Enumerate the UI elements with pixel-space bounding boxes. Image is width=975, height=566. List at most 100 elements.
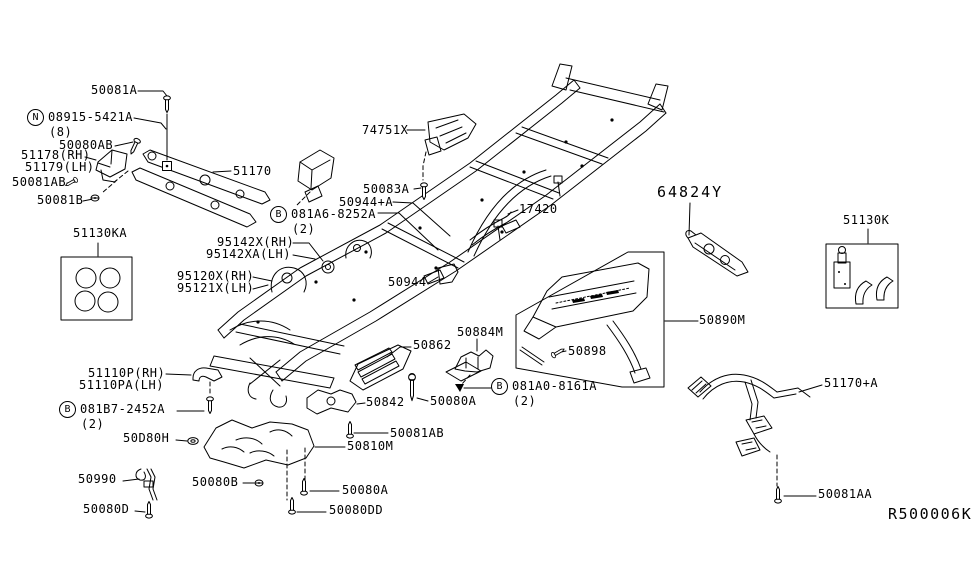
part-label-51179-lh: 51179(LH) [25, 161, 95, 174]
circled-b-prefix-icon: B [491, 378, 508, 395]
part-label-50944: 50944 [388, 276, 427, 289]
part-number-text: 51178(RH) [21, 148, 91, 162]
part-number-text: 081B7-2452A [80, 402, 165, 417]
quantity-text: (2) [81, 417, 105, 431]
part-number-text: 50081A [91, 83, 138, 97]
part-label-95142xa-lh: 95142XA(LH) [206, 248, 291, 261]
bracket-50842-drawing [306, 389, 357, 415]
part-label-50842: 50842 [366, 396, 405, 409]
part-label-95120x-rh: 95120X(RH) [177, 270, 254, 283]
part-number-text: 64824Y [657, 183, 724, 201]
bracket-51178-drawing [95, 149, 335, 203]
part-number-text: 51130K [843, 213, 890, 227]
part-label-50944-plus-a: 50944+A [339, 196, 393, 209]
part-number-text: 95120X(RH) [177, 269, 255, 283]
quantity-text: (2) [513, 394, 537, 408]
stabilizer-51170a-drawing [687, 373, 811, 457]
part-number-text: 50080A [430, 394, 477, 408]
part-number-text: 74751X [362, 123, 409, 137]
bracket-50862-drawing [349, 344, 412, 391]
part-number-text: 51130KA [73, 226, 128, 240]
part-label-51110p-rh: 51110P(RH) [88, 367, 165, 380]
circled-b-prefix-icon: B [59, 401, 76, 418]
part-label-50884m: 50884M [457, 326, 503, 339]
diagram-ref-code: R500006K [888, 505, 973, 523]
part-number-text: 50944+A [339, 195, 394, 209]
hardware-kit-51130ka-box [60, 256, 133, 321]
part-number-text: 51170 [233, 164, 272, 178]
leader-lines [66, 90, 869, 513]
part-number-text: 50810M [347, 439, 394, 453]
part-label-b-081a6-8252a: B 081A6-8252A(2) [270, 206, 376, 236]
part-number-text: 50944 [388, 275, 427, 289]
circled-n-prefix-icon: N [27, 109, 44, 126]
part-label-50081a: 50081A [91, 84, 137, 97]
part-label-51178-rh: 51178(RH) [21, 149, 91, 162]
part-number-text: 50080AB [59, 138, 114, 152]
part-number-text: 50080DD [329, 503, 384, 517]
part-label-95142x-rh: 95142X(RH) [217, 236, 294, 249]
bracket-50884m-drawing [445, 349, 494, 382]
quantity-text: (8) [49, 125, 73, 139]
quantity-text: (2) [292, 222, 316, 236]
part-label-50080a-rear: 50080A [342, 484, 388, 497]
part-number-text: 51170+A [824, 376, 879, 390]
bracket-64824y-drawing [685, 230, 749, 277]
part-label-50810m: 50810M [347, 440, 393, 453]
part-label-51130ka: 51130KA [73, 227, 127, 240]
callout-arrow-icon [455, 384, 464, 392]
part-number-text: 95142XA(LH) [206, 247, 291, 261]
skid-plate-50890m-box [515, 251, 665, 388]
part-label-50080d: 50080D [83, 503, 129, 516]
part-number-text: 50898 [568, 344, 607, 358]
part-number-text: 51110P(RH) [88, 366, 166, 380]
part-number-text: 081A6-8252A [291, 207, 376, 222]
part-number-text: 17420 [519, 202, 558, 216]
part-label-50080dd: 50080DD [329, 504, 383, 517]
part-label-51110pa-lh: 51110PA(LH) [79, 379, 164, 392]
bracket-74751x-drawing [424, 113, 477, 156]
part-label-50080b: 50080B [192, 476, 238, 489]
part-label-50081aa: 50081AA [818, 488, 872, 501]
part-label-51170: 51170 [233, 165, 272, 178]
part-label-50081ab-front: 50081AB [12, 176, 66, 189]
part-label-64824y: 64824Y [657, 183, 724, 201]
skid-plate-50810m-drawing [203, 419, 315, 469]
clamp-50990-drawing [135, 468, 158, 501]
part-label-50862: 50862 [413, 339, 452, 352]
part-number-text: 50D80H [123, 431, 170, 445]
circled-b-prefix-icon: B [270, 206, 287, 223]
part-number-text: 50080A [342, 483, 389, 497]
part-label-50890m: 50890M [699, 314, 745, 327]
part-number-text: 50083A [363, 182, 410, 196]
part-label-50d80h: 50D80H [123, 432, 169, 445]
part-number-text: 50081AB [12, 175, 67, 189]
part-number-text: 95121X(LH) [177, 281, 255, 295]
part-label-n-08915-5421a: N 08915-5421A(8) [27, 109, 133, 139]
part-label-74751x: 74751X [362, 124, 408, 137]
part-label-50898: 50898 [568, 345, 607, 358]
part-label-50083a: 50083A [363, 183, 409, 196]
hardware-kit-51130k-box [825, 243, 899, 309]
part-number-text: 50081AA [818, 487, 873, 501]
part-label-b-081b7-2452a: B 081B7-2452A(2) [59, 401, 165, 431]
part-number-text: 08915-5421A [48, 110, 133, 125]
part-label-50081b: 50081B [37, 194, 83, 207]
part-label-95121x-lh: 95121X(LH) [177, 282, 254, 295]
part-label-51170-plus-a: 51170+A [824, 377, 878, 390]
part-number-text: 51179(LH) [25, 160, 95, 174]
front-crossmember-51170-drawing [131, 149, 271, 228]
part-number-text: 50081B [37, 193, 84, 207]
part-label-51130k: 51130K [843, 214, 889, 227]
ladder-frame-drawing [209, 63, 669, 408]
part-label-17420: 17420 [519, 203, 558, 216]
part-number-text: 51110PA(LH) [79, 378, 164, 392]
part-label-50081ab-rear: 50081AB [390, 427, 444, 440]
part-number-text: 50080B [192, 475, 239, 489]
part-label-50990: 50990 [78, 473, 117, 486]
part-label-50080ab: 50080AB [59, 139, 113, 152]
